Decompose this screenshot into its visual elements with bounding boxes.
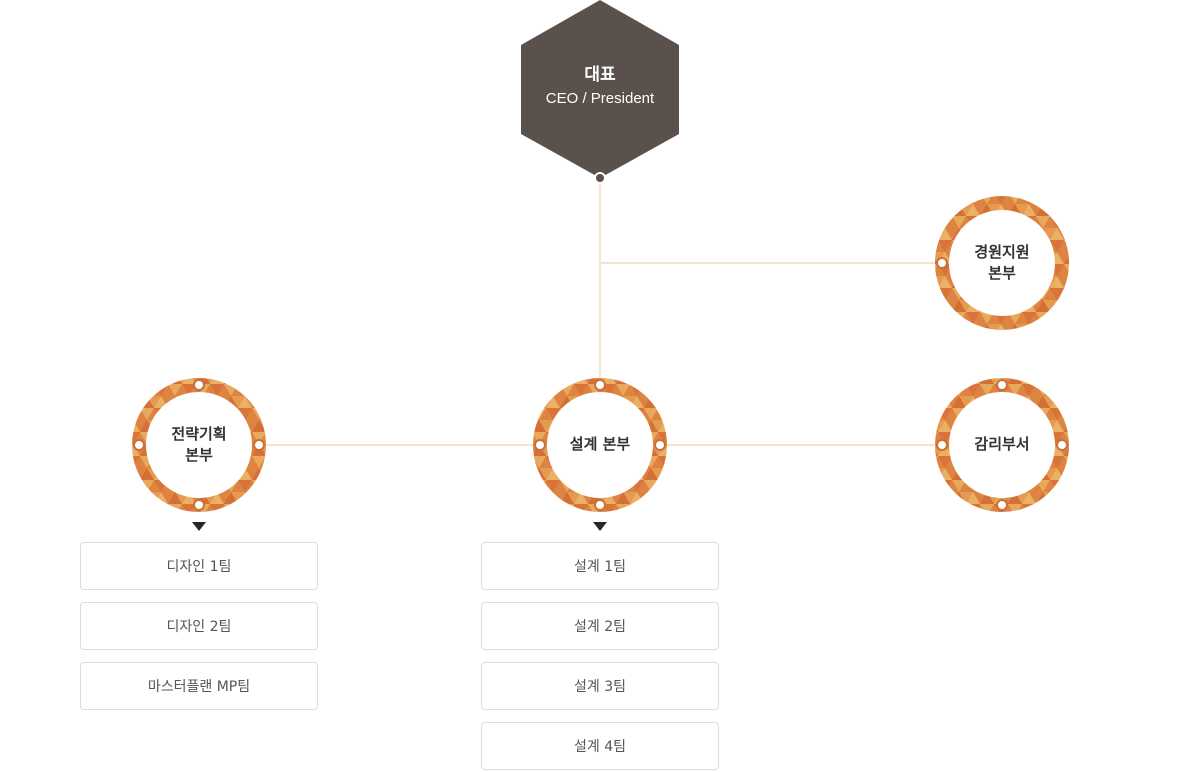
ceo-connector-dot <box>594 172 606 184</box>
design-hq-label: 설계 본부 <box>569 435 631 453</box>
ceo-subtitle: CEO / President <box>545 90 655 107</box>
team-seolgye-2: 설계 2팀 <box>481 602 719 650</box>
team-seolgye-3: 설계 3팀 <box>481 662 719 710</box>
design-hq-down-arrow-icon <box>593 522 607 531</box>
node-strategy-planning <box>132 378 266 512</box>
ceo-hexagon <box>521 0 679 178</box>
team-design-2: 디자인 2팀 <box>80 602 318 650</box>
team-masterplan-mp: 마스터플랜 MP팀 <box>80 662 318 710</box>
team-seolgye-4: 설계 4팀 <box>481 722 719 770</box>
team-design-1: 디자인 1팀 <box>80 542 318 590</box>
node-design-hq <box>533 378 667 512</box>
ceo-label: 대표 CEO / President <box>520 62 680 110</box>
ceo-title: 대표 <box>584 65 616 85</box>
node-management-support <box>935 196 1069 330</box>
management-support-label: 경원지원 본부 <box>974 243 1030 282</box>
strategy-planning-down-arrow-icon <box>192 522 206 531</box>
audit-label: 감리부서 <box>974 435 1030 453</box>
node-audit <box>935 378 1069 512</box>
team-seolgye-1: 설계 1팀 <box>481 542 719 590</box>
strategy-planning-label: 전략기획 본부 <box>171 425 227 464</box>
